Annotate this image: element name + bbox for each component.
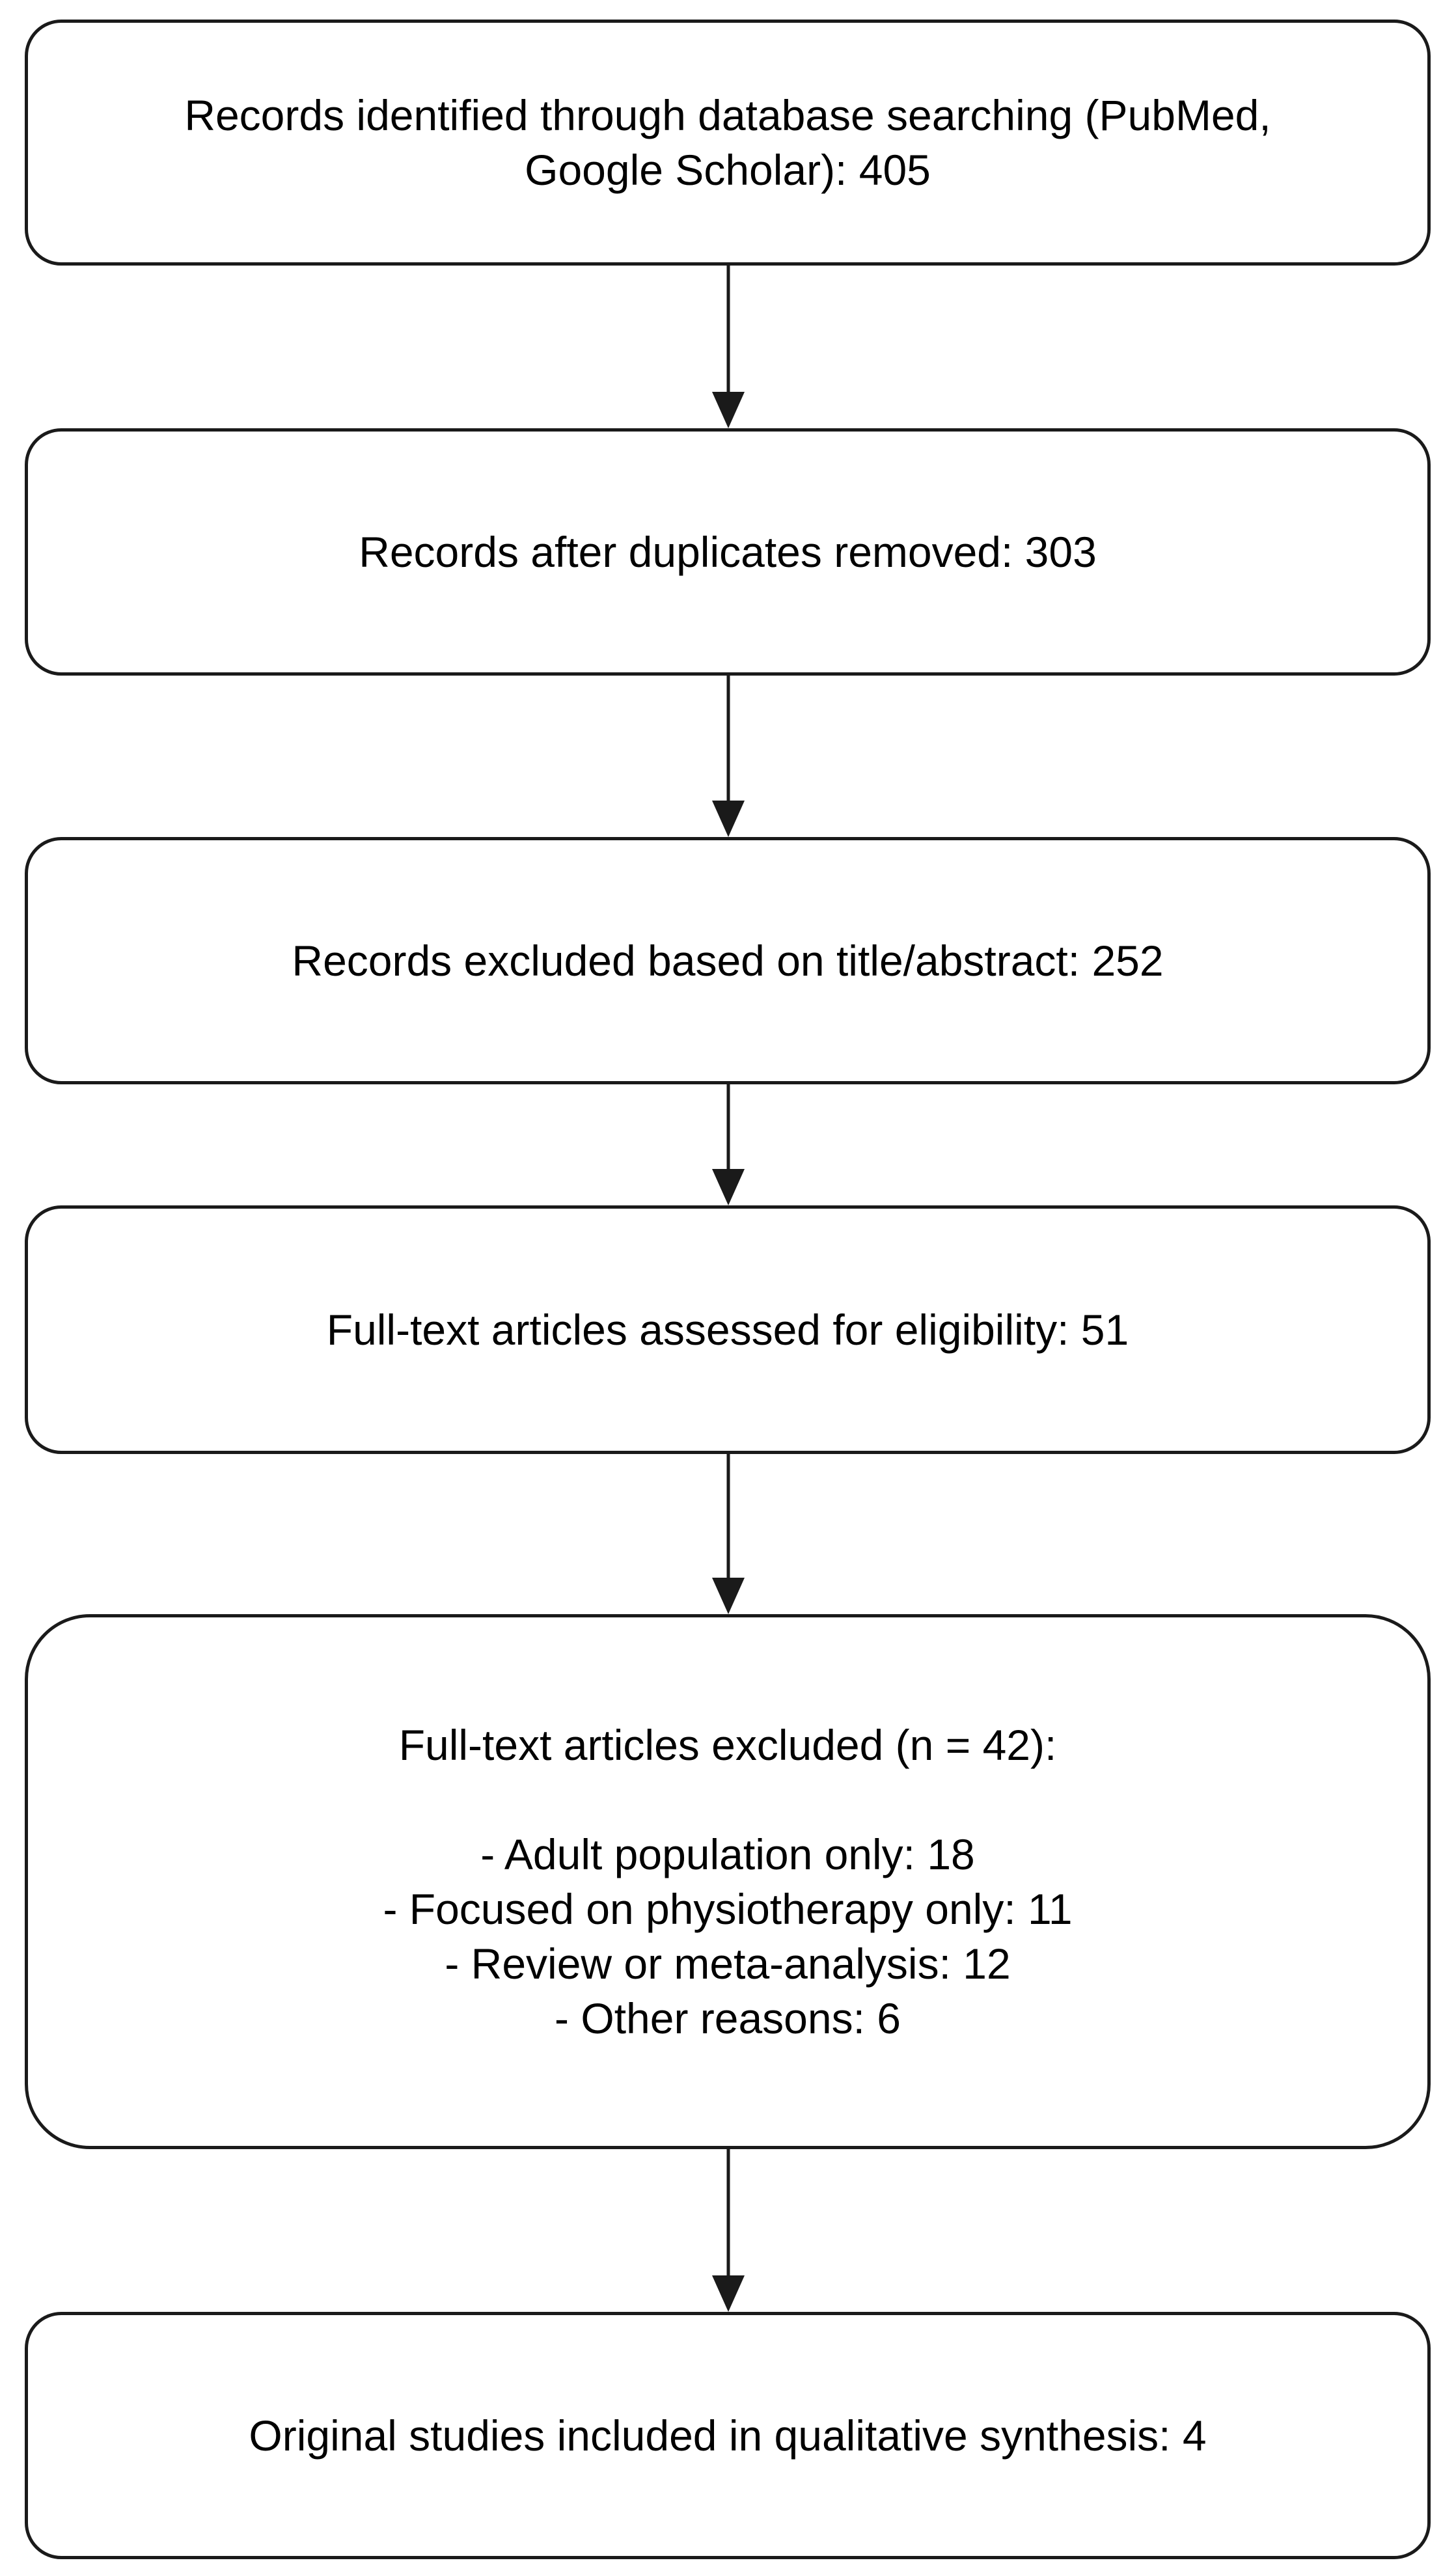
flow-box-text: Records excluded based on title/abstract… bbox=[266, 933, 1189, 988]
arrow-head-1 bbox=[712, 392, 745, 428]
flow-box-text: Full-text articles assessed for eligibil… bbox=[301, 1302, 1155, 1357]
flow-box-text: Full-text articles excluded (n = 42): - … bbox=[357, 1718, 1098, 2046]
flow-box-text: Original studies included in qualitative… bbox=[223, 2408, 1232, 2463]
flow-box-duplicates-removed: Records after duplicates removed: 303 bbox=[25, 428, 1431, 676]
flow-box-line: Records excluded based on title/abstract… bbox=[292, 937, 1164, 985]
flow-box-line: Records after duplicates removed: 303 bbox=[359, 528, 1097, 576]
flow-box-text: Records after duplicates removed: 303 bbox=[333, 525, 1123, 579]
exclusion-reason-item: - Review or meta-analysis: 12 bbox=[445, 1940, 1011, 1988]
flow-box-records-identified: Records identified through database sear… bbox=[25, 20, 1431, 266]
flow-box-excluded-title-abstract: Records excluded based on title/abstract… bbox=[25, 837, 1431, 1084]
flow-box-full-text-assessed: Full-text articles assessed for eligibil… bbox=[25, 1205, 1431, 1454]
flow-box-line: Records identified through database sear… bbox=[184, 91, 1271, 139]
exclusion-heading: Full-text articles excluded (n = 42): bbox=[398, 1721, 1057, 1769]
flow-box-text: Records identified through database sear… bbox=[158, 88, 1297, 197]
arrow-head-3 bbox=[712, 1169, 745, 1205]
arrow-head-5 bbox=[712, 2275, 745, 2312]
flow-box-studies-included: Original studies included in qualitative… bbox=[25, 2312, 1431, 2559]
flow-box-line: Original studies included in qualitative… bbox=[249, 2411, 1207, 2460]
arrow-head-2 bbox=[712, 801, 745, 837]
flow-box-line: Google Scholar): 405 bbox=[525, 146, 931, 194]
exclusion-reason-item: - Focused on physiotherapy only: 11 bbox=[383, 1885, 1073, 1933]
flow-box-full-text-excluded: Full-text articles excluded (n = 42): - … bbox=[25, 1614, 1431, 2149]
exclusion-reason-item: - Adult population only: 18 bbox=[480, 1830, 975, 1878]
exclusion-reason-item: - Other reasons: 6 bbox=[555, 1994, 901, 2042]
flow-box-line: Full-text articles assessed for eligibil… bbox=[326, 1306, 1129, 1354]
arrow-head-4 bbox=[712, 1578, 745, 1614]
blank-line bbox=[383, 1772, 1072, 1827]
